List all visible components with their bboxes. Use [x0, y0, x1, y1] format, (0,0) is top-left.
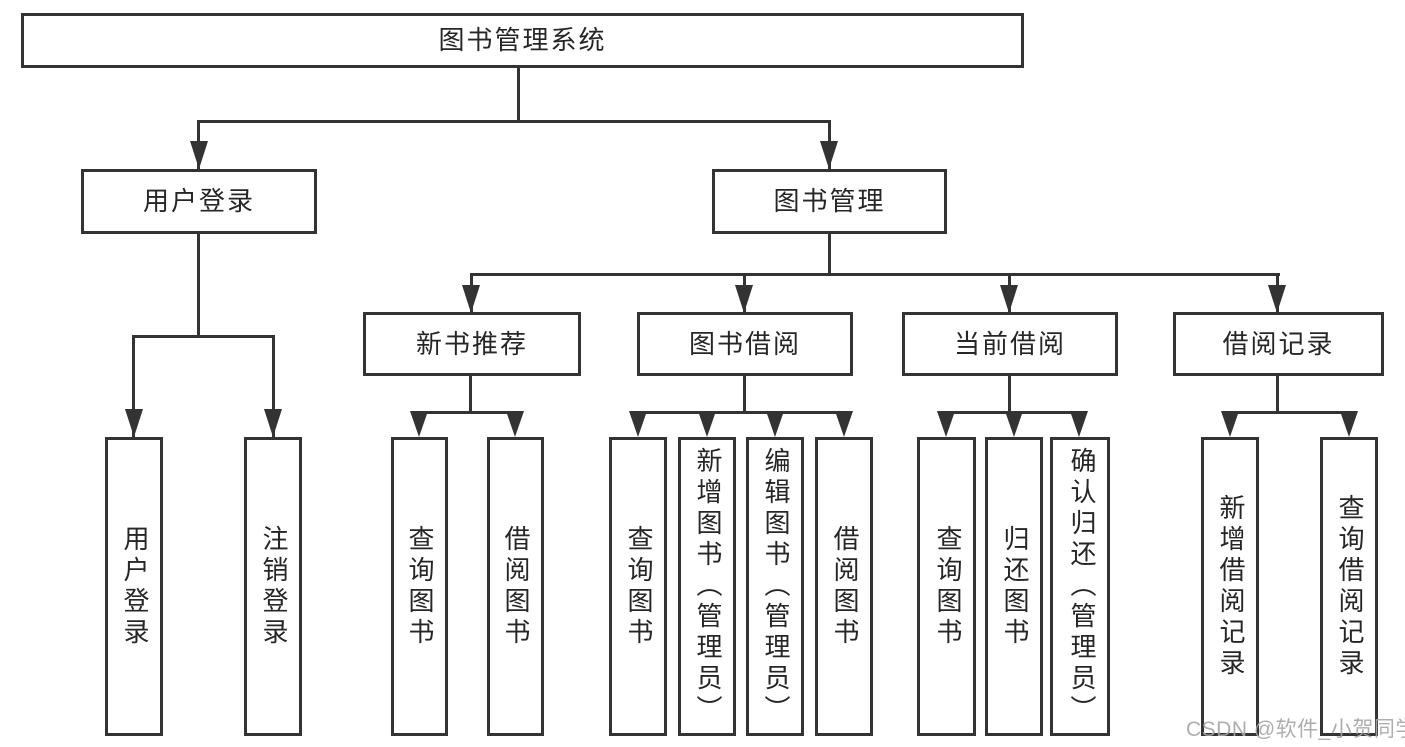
connector-line — [470, 273, 1280, 276]
connector-line — [517, 68, 520, 122]
leaf-logout: 注销登录 — [244, 437, 302, 736]
arrowhead-down-icon — [1005, 411, 1023, 437]
arrowhead-down-icon — [835, 411, 853, 437]
arrowhead-down-icon — [735, 285, 753, 313]
leaf-borrow-add-books: 新增图书（管理员） — [678, 437, 736, 736]
leaf-user-login: 用户登录 — [105, 437, 163, 736]
arrowhead-down-icon — [410, 411, 428, 437]
leaf-records-add-record: 新增借阅记录 — [1201, 437, 1259, 736]
arrowhead-down-icon — [190, 141, 208, 169]
connector-line — [1008, 376, 1011, 413]
leaf-current-query-books: 查询图书 — [917, 437, 976, 736]
node-root-system: 图书管理系统 — [21, 13, 1024, 68]
leaf-records-query-record: 查询借阅记录 — [1320, 437, 1378, 736]
node-borrow-records: 借阅记录 — [1173, 312, 1384, 376]
arrowhead-down-icon — [820, 141, 838, 169]
node-book-borrow: 图书借阅 — [637, 312, 853, 376]
arrowhead-down-icon — [1000, 285, 1018, 313]
arrowhead-down-icon — [1221, 411, 1239, 437]
connector-line — [197, 120, 831, 123]
connector-line — [1229, 411, 1350, 414]
connector-line — [1276, 376, 1279, 413]
connector-line — [828, 234, 831, 275]
connector-line — [272, 337, 275, 437]
arrowhead-down-icon — [125, 409, 143, 437]
leaf-borrow-edit-books: 编辑图书（管理员） — [746, 437, 804, 736]
connector-line — [132, 337, 135, 437]
connector-line — [637, 411, 845, 414]
leaf-current-return-books: 归还图书 — [985, 437, 1043, 736]
connector-line — [197, 234, 200, 337]
connector-line — [132, 335, 275, 338]
arrowhead-down-icon — [1268, 285, 1286, 313]
arrowhead-down-icon — [506, 411, 524, 437]
connector-line — [418, 411, 517, 414]
arrowhead-down-icon — [937, 411, 955, 437]
node-book-management: 图书管理 — [712, 169, 947, 234]
arrowhead-down-icon — [766, 411, 784, 437]
leaf-borrow-query-books: 查询图书 — [609, 437, 667, 736]
arrowhead-down-icon — [1340, 411, 1358, 437]
node-user-login: 用户登录 — [81, 169, 317, 234]
node-new-book-recommend: 新书推荐 — [363, 312, 581, 376]
connector-line — [743, 376, 746, 413]
leaf-current-confirm-return: 确认归还（管理员） — [1050, 437, 1110, 736]
node-current-borrow: 当前借阅 — [902, 312, 1118, 376]
leaf-borrow-borrow-books: 借阅图书 — [815, 437, 873, 736]
arrowhead-down-icon — [698, 411, 716, 437]
leaf-recommend-query-books: 查询图书 — [391, 437, 448, 736]
connector-line — [469, 376, 472, 413]
leaf-recommend-borrow-books: 借阅图书 — [487, 437, 544, 736]
watermark: CSDN @软件_小贺同学 — [1186, 718, 1405, 741]
arrowhead-down-icon — [462, 285, 480, 313]
arrowhead-down-icon — [629, 411, 647, 437]
arrowhead-down-icon — [264, 409, 282, 437]
arrowhead-down-icon — [1070, 411, 1088, 437]
